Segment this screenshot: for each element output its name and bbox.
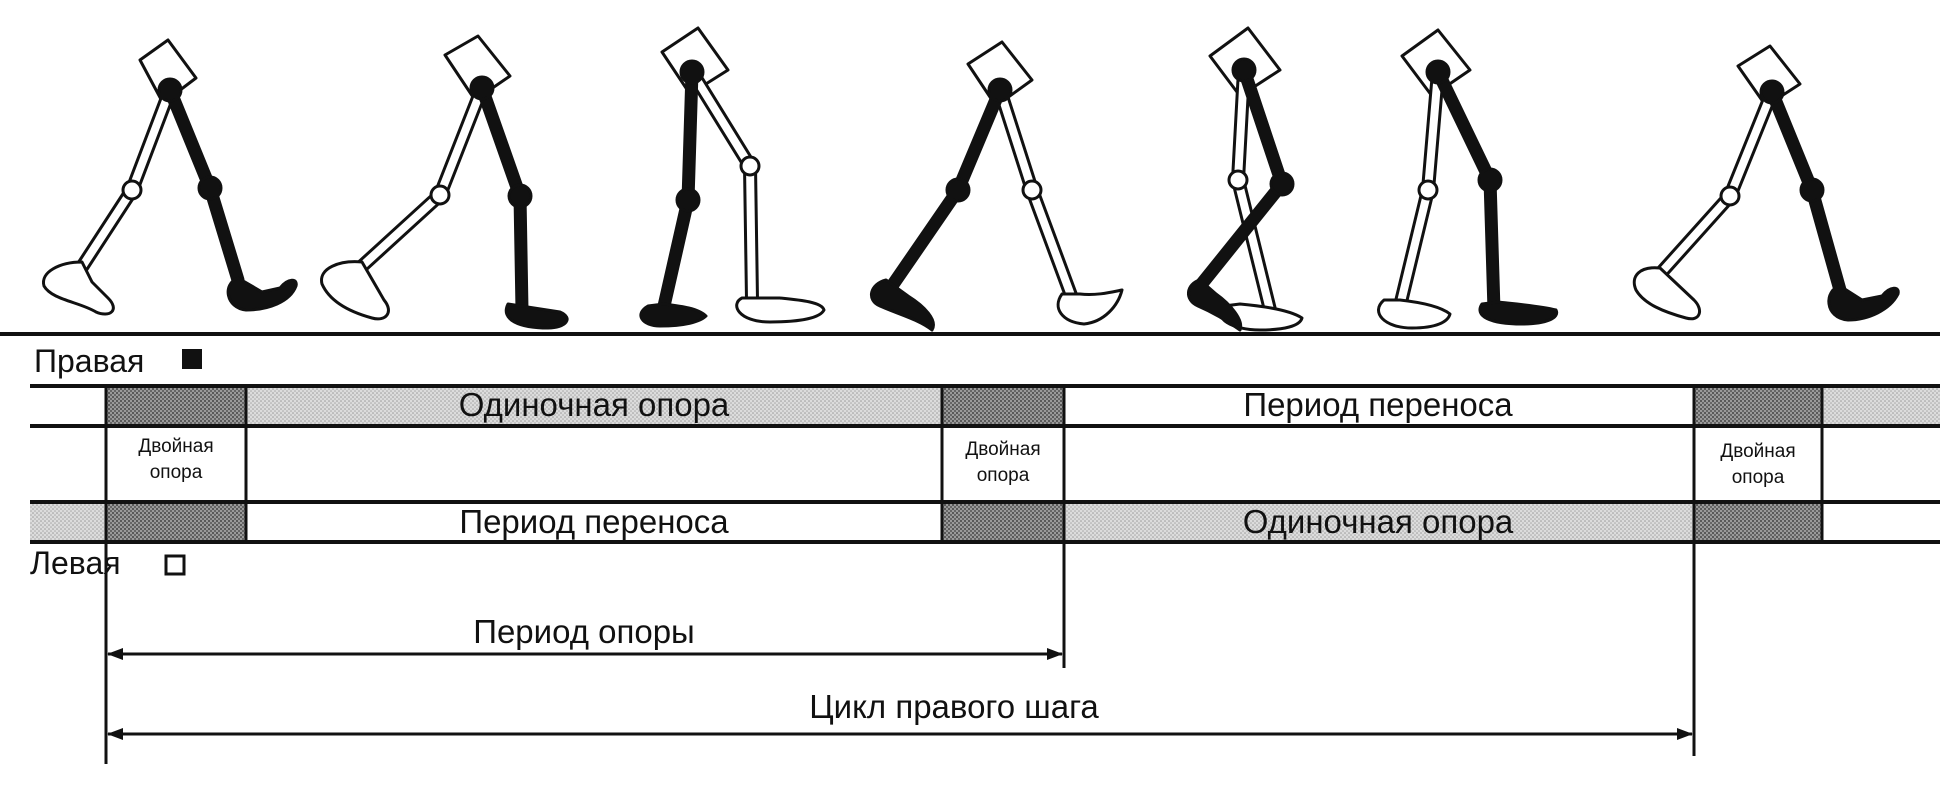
empty-square-icon [164,554,186,576]
legend-right-label: Правая [34,343,144,379]
filled-square-icon [182,349,202,369]
right-leg-row: Одиночная опора Период переноса [106,386,1940,424]
left-swing-band [246,504,942,540]
left-swing-label: Период переноса [459,503,729,540]
left-double-support-2 [942,504,1064,540]
walking-figures [42,26,1900,332]
right-single-support-band [246,388,942,424]
right-double-support-1 [106,388,246,424]
walking-figure-4 [870,40,1124,332]
left-swing-tail [1822,504,1940,540]
left-single-support-label: Одиночная опора [1243,503,1514,540]
walking-figure-5 [1187,26,1304,332]
right-swing-label: Период переноса [1243,386,1513,423]
walking-figure-6 [1377,28,1559,330]
walking-figure-2 [320,34,569,330]
right-double-support-2 [942,388,1064,424]
right-swing-band [1064,388,1694,424]
reference-lines [104,386,1696,764]
left-leg-row: Период переноса Одиночная опора [30,503,1940,540]
right-single-support-tail [1822,388,1940,424]
right-double-support-3 [1694,388,1822,424]
step-cycle-label: Цикл правого шага [809,688,1099,725]
left-double-support-1 [106,504,246,540]
walking-figure-7 [1632,44,1900,322]
right-single-support-label: Одиночная опора [459,386,730,423]
walking-figure-3 [639,26,826,328]
row-rules [30,384,1940,544]
left-single-support-band [1064,504,1694,540]
support-period-label: Период опоры [473,613,695,650]
walking-figure-1 [42,38,298,316]
left-double-support-3 [1694,504,1822,540]
left-single-support-head [30,504,106,540]
phase-dividers [104,386,1824,542]
